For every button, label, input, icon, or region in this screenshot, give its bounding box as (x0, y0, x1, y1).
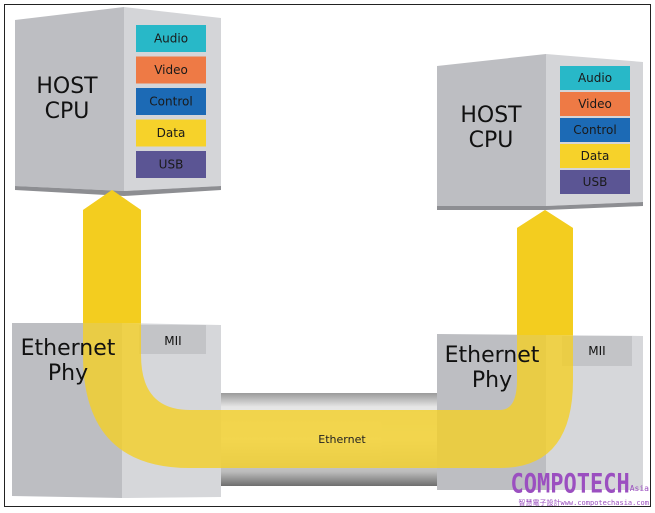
right-host-channel-label: Control (573, 123, 616, 137)
left-host-channel-label: USB (159, 158, 184, 172)
right-host-channel-audio (560, 66, 630, 90)
right-host-channel-usb (560, 170, 630, 194)
left-host-channel-label: Control (149, 95, 192, 109)
left-host-channel-data (136, 119, 206, 147)
watermark-suffix: Asia (629, 484, 649, 493)
left-mii-port (139, 325, 206, 354)
left-host-title-line2: CPU (45, 99, 90, 124)
ethernet-link-label: Ethernet (318, 433, 366, 446)
left-host-channel-control (136, 88, 206, 115)
right-mii-label: MII (588, 344, 605, 358)
right-host-title-line1: HOST (460, 103, 522, 128)
left-host-front-face (15, 7, 124, 191)
left-host-channel-label: Video (154, 63, 188, 77)
left-host-channel-video (136, 56, 206, 84)
watermark-tagline: 智慧電子設計www.compotechasia.com (518, 499, 649, 507)
left-host-channel-usb (136, 151, 206, 178)
right-host-channel-label: Video (578, 97, 612, 111)
right-host-channel-video (560, 92, 630, 116)
left-host-channel-label: Data (157, 126, 186, 140)
left-phy-title-line1: Ethernet (21, 336, 116, 361)
right-phy-title-line1: Ethernet (445, 343, 540, 368)
right-mii-port (562, 336, 632, 366)
right-host-front-face (437, 54, 546, 206)
right-host-channel-data (560, 144, 630, 168)
compotech-watermark: COMPOTECHAsia 智慧電子設計www.compotechasia.co… (510, 469, 649, 508)
right-host-channel-label: Audio (578, 71, 612, 85)
diagram-frame (4, 4, 651, 507)
left-phy-title-line2: Phy (48, 361, 88, 386)
left-mii-label: MII (164, 334, 181, 348)
right-host-channel-label: Data (581, 149, 610, 163)
right-host-channel-control (560, 118, 630, 142)
watermark-brand: COMPOTECH (510, 469, 630, 500)
left-host-channel-label: Audio (154, 32, 188, 46)
right-phy-title-line2: Phy (472, 368, 512, 393)
left-host-channel-audio (136, 25, 206, 52)
right-host-title-line2: CPU (469, 128, 514, 153)
right-host-channel-label: USB (583, 175, 608, 189)
left-host-title-line1: HOST (36, 74, 98, 99)
